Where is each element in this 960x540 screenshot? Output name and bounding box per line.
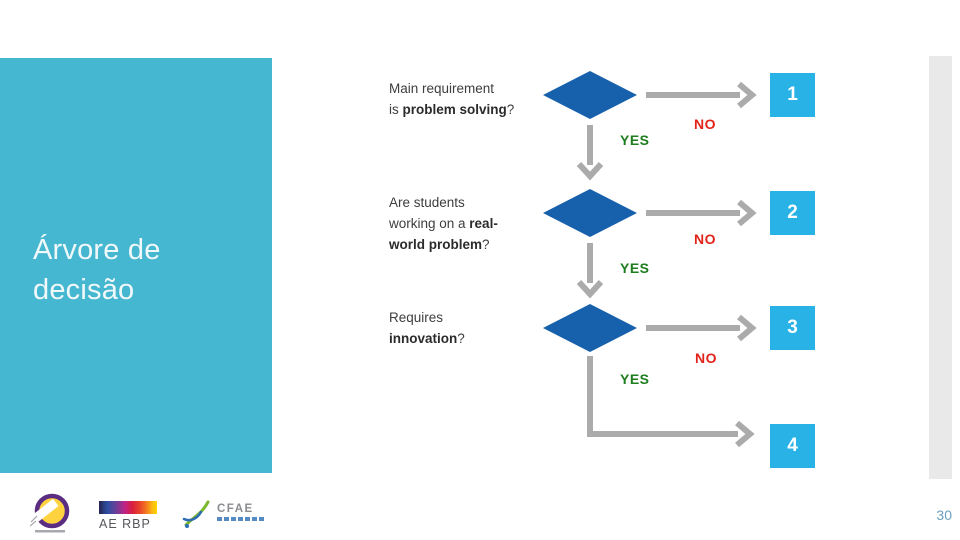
page-number: 30 [936, 507, 952, 523]
aerbp-logo: AE RBP [99, 501, 157, 531]
yes-label-3: YES [620, 371, 650, 387]
aerbp-label: AE RBP [99, 517, 151, 531]
question-1: Main requirement is problem solving? [389, 78, 554, 120]
no-label-1: NO [694, 116, 716, 132]
yes-label-2: YES [620, 260, 650, 276]
question-line: Are students [389, 195, 465, 210]
decision-diamond-2 [543, 189, 637, 237]
no-label-2: NO [694, 231, 716, 247]
question-line: working on a real- [389, 216, 498, 231]
right-decoration-strip [929, 56, 952, 479]
cfae-swoosh-icon [182, 500, 210, 528]
no-label-3: NO [695, 350, 717, 366]
page-title-line2: decisão [33, 274, 135, 306]
aerbp-stripes-icon [99, 501, 157, 514]
decision-diamond-3 [543, 304, 637, 352]
page-title: Árvore de decisão [33, 230, 161, 310]
question-2: Are students working on a real- world pr… [389, 192, 554, 255]
cfae-text-block: CFAE [217, 497, 265, 521]
arrow-down-1-head [576, 161, 604, 181]
arrow-right-2-head [737, 199, 757, 227]
decision-diamond-1 [543, 71, 637, 119]
question-line: is problem solving? [389, 102, 515, 117]
question-line: world problem? [389, 237, 490, 252]
arrow-right-3-head [737, 314, 757, 342]
arrow-right-1-head [737, 81, 757, 109]
question-line: Requires [389, 310, 444, 325]
arrow-down-2-head [576, 279, 604, 299]
title-panel: Árvore de decisão [0, 58, 272, 473]
arrow-elbow-4-head [735, 420, 755, 448]
school-crest-icon [19, 493, 70, 533]
result-box-2: 2 [770, 191, 815, 235]
result-box-1: 1 [770, 73, 815, 117]
arrow-elbow-4 [587, 356, 738, 437]
question-line: Main requirement [389, 81, 495, 96]
yes-label-1: YES [620, 132, 650, 148]
result-box-3: 3 [770, 306, 815, 350]
result-box-4: 4 [770, 424, 815, 468]
question-line: innovation? [389, 331, 465, 346]
cfae-subtext [217, 517, 265, 521]
page-title-line1: Árvore de [33, 234, 161, 266]
cfae-label: CFAE [217, 503, 254, 515]
school-crest-logo [19, 492, 77, 538]
cfae-logo: CFAE [181, 497, 265, 531]
question-3: Requires innovation? [389, 307, 554, 349]
